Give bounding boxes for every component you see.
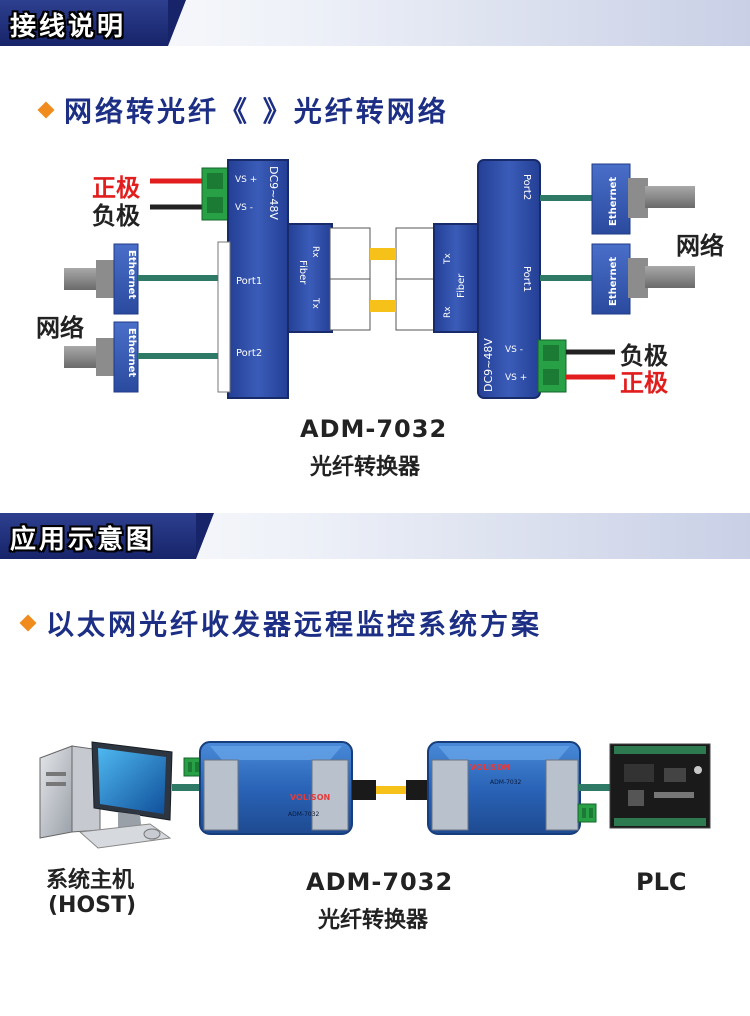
port2-label-left: Port2 [236,348,262,359]
model-label-1: ADM-7032 [300,415,448,443]
ethernet-plug-left-2: Ethernet [64,321,139,393]
vs-top-left: VS + [235,175,257,185]
converter-device-1: VOLISON ADM-7032 [199,741,353,835]
fiber-label-right: Fiber [456,273,467,298]
heading-wiring: 网络转光纤《 》光纤转网络 [64,95,449,128]
plc-label: PLC [636,868,687,896]
network-label-left: 网络 [36,314,84,342]
network-label-right: 网络 [676,232,724,260]
host-computer-icon [39,741,173,849]
port1-label-left: Port1 [236,276,262,287]
product-label-1: 光纤转换器 [310,455,421,480]
voltage-right: DC9~48V [482,338,495,392]
fiber-plug-1 [352,780,376,800]
positive-label-left: 正极 [92,174,140,202]
host-label: 系统主机 [46,868,135,893]
terminal-block-right [537,339,567,393]
heading-application: 以太网光纤收发器远程监控系统方案 [46,608,543,641]
wiring-diagram: VS + VS - DC9~48V Port1 Port2 Rx Fiber T… [64,159,695,399]
system-diagram: VOLISON ADM-7032 VOLISON ADM-7032 [39,741,711,849]
terminal-block-left [201,167,231,221]
section-title-wiring: 接线说明 [10,12,127,42]
rx-label-right: Rx [443,306,453,318]
negative-label-left: 负极 [92,202,140,230]
rx-label-left: Rx [310,246,320,258]
converter-body-left [227,159,289,399]
negative-label-right: 负极 [620,342,668,370]
power-terminal-icon-2 [577,803,597,823]
converter-device-2: VOLISON ADM-7032 [427,741,581,835]
fiber-plug-2 [406,780,430,800]
model-label-2: ADM-7032 [306,868,454,896]
lan-cable-plc [578,784,612,791]
ethernet-plug-right-1: Ethernet [591,163,695,235]
port-cover-left [217,241,231,393]
fiber-link-system [376,786,406,794]
ethernet-plug-right-2: Ethernet [591,243,695,315]
ethernet-label-right-1: Ethernet [608,177,619,226]
ethernet-label-left-2: Ethernet [126,328,137,377]
port1-label-right: Port1 [521,266,532,292]
lan-cable-host [172,784,204,791]
voltage-left: DC9~48V [267,166,280,220]
tx-label-right: Tx [443,253,453,265]
fiber-link-tx [370,300,396,312]
product-label-2: 光纤转换器 [318,908,429,933]
bullet-diamond-icon [37,101,55,119]
bullet-diamond-icon-2 [19,614,37,632]
device-brand-1: VOLISON [290,793,330,802]
vs-bottom-left: VS - [235,203,253,213]
power-terminal-icon-1 [183,757,203,777]
ethernet-label-left-1: Ethernet [126,250,137,299]
fiber-label-left: Fiber [297,260,308,285]
device-model-2: ADM-7032 [490,779,522,786]
section-title-application: 应用示意图 [10,525,156,555]
plc-board-icon [609,743,711,829]
positive-label-right: 正极 [620,369,668,397]
vs-top-right: VS - [505,345,523,355]
section-banner-application: 应用示意图 [0,513,750,559]
section-banner-wiring: 接线说明 [0,0,750,46]
device-brand-2: VOLISON [470,763,510,772]
tx-label-left: Tx [310,297,320,309]
ethernet-label-right-2: Ethernet [608,257,619,306]
host-label-en: (HOST) [48,893,137,918]
vs-bottom-right: VS + [505,373,527,383]
ethernet-plug-left-1: Ethernet [64,243,139,315]
device-model-1: ADM-7032 [288,811,320,818]
port2-label-right: Port2 [521,174,532,200]
fiber-link-rx [370,248,396,260]
fiber-module-left [287,223,333,333]
